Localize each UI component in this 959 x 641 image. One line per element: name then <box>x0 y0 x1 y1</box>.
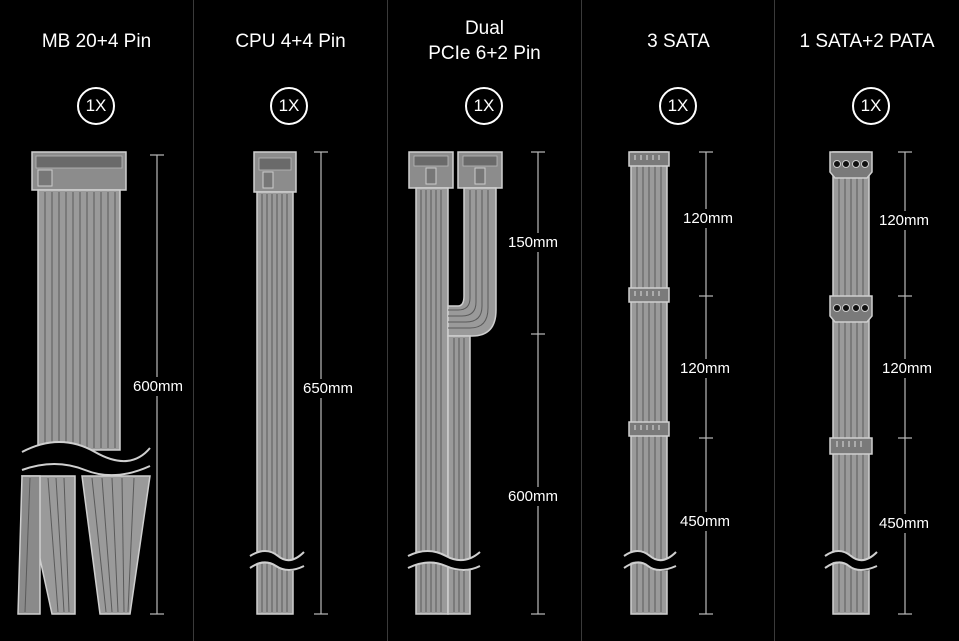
panel-title: MB 20+4 Pin <box>41 31 152 52</box>
length-label: 120mm <box>882 359 933 378</box>
length-label: 120mm <box>680 359 731 378</box>
mb-24pin-cable-illustration <box>17 151 164 615</box>
sata-pata-cable-illustration <box>824 151 912 615</box>
panel-cpu-8pin: CPU 4+4 Pin 1X 650mm <box>194 0 387 641</box>
length-label: 450mm <box>680 512 731 531</box>
cpu-8pin-cable-illustration <box>249 151 328 615</box>
quantity-badge: 1X <box>465 87 503 125</box>
panel-divider <box>193 0 194 641</box>
panel-divider <box>387 0 388 641</box>
length-label: 600mm <box>508 487 559 506</box>
panel-title: Dual <box>464 18 505 39</box>
sata-cable-illustration <box>623 151 713 615</box>
quantity-badge: 1X <box>659 87 697 125</box>
panel-title: PCIe 6+2 Pin <box>428 43 541 64</box>
dual-pcie-cable-illustration <box>407 151 545 615</box>
quantity-badge: 1X <box>77 87 115 125</box>
length-label: 450mm <box>879 514 930 533</box>
length-label: 150mm <box>508 233 559 252</box>
length-label: 120mm <box>879 211 930 230</box>
length-label: 600mm <box>133 377 184 396</box>
panel-sata-pata: 1 SATA+2 PATA 1X 120mm 120mm 450m <box>775 0 959 641</box>
panel-mb-24pin: MB 20+4 Pin 1X <box>0 0 193 641</box>
panel-title: 3 SATA <box>647 31 710 52</box>
panel-sata: 3 SATA 1X 120mm 120mm 450mm <box>582 0 775 641</box>
length-label: 120mm <box>683 209 734 228</box>
panel-divider <box>581 0 582 641</box>
quantity-badge: 1X <box>852 87 890 125</box>
length-label: 650mm <box>303 379 354 398</box>
panel-dual-pcie: Dual PCIe 6+2 Pin 1X <box>388 0 581 641</box>
quantity-badge: 1X <box>270 87 308 125</box>
panel-title: CPU 4+4 Pin <box>235 31 346 52</box>
panel-title: 1 SATA+2 PATA <box>799 31 935 52</box>
panel-divider <box>774 0 775 641</box>
